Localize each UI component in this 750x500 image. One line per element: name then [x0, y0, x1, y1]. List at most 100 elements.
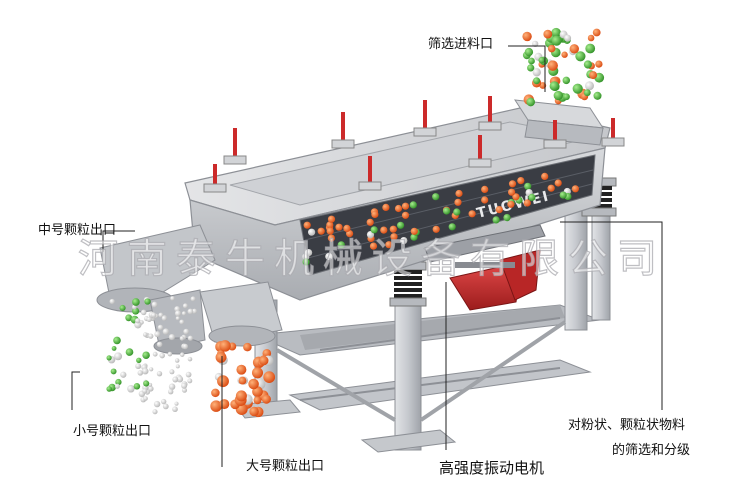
medium-particle — [133, 383, 141, 390]
deck-particle — [507, 200, 515, 208]
deck-particle — [400, 237, 408, 245]
deck-particle — [512, 193, 520, 201]
deck-particle — [503, 214, 511, 222]
deck-particle — [343, 224, 351, 232]
large-outlet-label: 大号颗粒出口 — [246, 459, 325, 474]
clamp — [331, 112, 355, 149]
small-particle — [156, 371, 163, 377]
clamp — [413, 100, 437, 137]
large-particle — [210, 400, 222, 412]
feed-particle — [564, 34, 572, 42]
clamp — [203, 164, 227, 193]
deck-particle — [547, 184, 555, 192]
small-particle — [183, 328, 190, 335]
description-line-1: 对粉状、颗粒状物料 — [568, 418, 686, 433]
medium-particle — [131, 304, 137, 310]
deck-particle — [401, 202, 410, 210]
medium-particle — [142, 351, 150, 359]
small-particle — [168, 334, 175, 341]
feed-particle — [553, 90, 563, 101]
deck-particle — [432, 193, 440, 201]
deck-particle — [389, 225, 397, 233]
feed-particle — [532, 68, 541, 77]
clamp — [358, 156, 382, 191]
deck-particle — [508, 188, 516, 196]
deck-particle — [327, 234, 335, 242]
small-particle — [156, 341, 163, 348]
large-particle — [253, 396, 262, 405]
small-particle — [168, 383, 176, 390]
large-particle — [248, 378, 259, 390]
small-particle — [172, 376, 179, 383]
medium-particle — [106, 386, 112, 392]
medium-particle — [144, 298, 151, 305]
small-particle — [162, 403, 169, 410]
feed-particle — [593, 91, 602, 100]
deck-particle — [385, 241, 393, 249]
medium-particle — [125, 314, 133, 322]
deck-particle — [326, 221, 334, 229]
small-particle — [172, 406, 178, 413]
particles — [106, 27, 605, 418]
large-particle — [219, 340, 231, 352]
clamp — [601, 118, 625, 147]
feed-inlet-label: 筛选进料口 — [428, 37, 494, 52]
deck-particle — [305, 249, 313, 257]
small-particle — [187, 378, 193, 384]
small-particle — [152, 409, 158, 415]
medium-particle — [115, 378, 122, 386]
small-particle — [185, 371, 192, 378]
deck-particle — [409, 201, 417, 209]
small-particle — [182, 303, 188, 309]
medium-particle — [135, 318, 141, 324]
large-outlet-chute — [199, 281, 283, 347]
small-particle — [167, 351, 173, 357]
deck-particle — [571, 185, 580, 193]
deck-particle — [443, 207, 451, 215]
deck-particle — [390, 233, 398, 241]
small-particle — [142, 332, 148, 337]
medium-particle — [119, 304, 126, 312]
deck-particle — [554, 179, 562, 187]
deck-particle — [380, 226, 388, 234]
large-particle — [263, 371, 276, 383]
large-particle — [211, 388, 220, 398]
description-line-2: 的筛选和分级 — [612, 443, 691, 458]
small-particle — [151, 301, 158, 308]
small-particle — [157, 324, 164, 331]
deck-particle — [302, 258, 310, 266]
feed-particle — [524, 47, 534, 57]
small-particle — [151, 312, 157, 318]
large-particle — [249, 406, 259, 417]
feed-particle — [563, 93, 570, 101]
deck-particle — [528, 193, 536, 201]
feed-particle — [533, 77, 541, 85]
large-particle — [215, 351, 227, 363]
deck-particle — [308, 228, 316, 236]
medium-outlet-label: 中号颗粒出口 — [38, 223, 117, 238]
medium-particle — [135, 363, 142, 370]
small-particle — [182, 343, 189, 350]
large-particle — [259, 355, 269, 366]
small-particle — [162, 328, 170, 335]
deck-particle — [524, 182, 532, 190]
feed-particle — [572, 83, 583, 94]
deck-particle — [481, 185, 489, 193]
medium-particle — [114, 352, 123, 361]
small-particle — [170, 296, 175, 301]
medium-particle — [109, 298, 115, 305]
medium-particle — [143, 380, 150, 387]
medium-particle — [111, 345, 117, 351]
deck-particle — [337, 241, 345, 249]
leader-feed-inlet — [508, 45, 546, 92]
small-particle — [161, 398, 167, 405]
feed-particle — [595, 60, 603, 68]
feed-particle — [562, 76, 571, 85]
small-particle — [169, 369, 175, 375]
deck-particle — [492, 216, 500, 224]
deck-particle — [326, 227, 334, 235]
company-watermark: 河南泰牛机械设备有限公司 — [77, 235, 666, 282]
medium-particle — [114, 383, 120, 389]
small-particle — [168, 389, 174, 395]
small-particle — [153, 400, 161, 408]
